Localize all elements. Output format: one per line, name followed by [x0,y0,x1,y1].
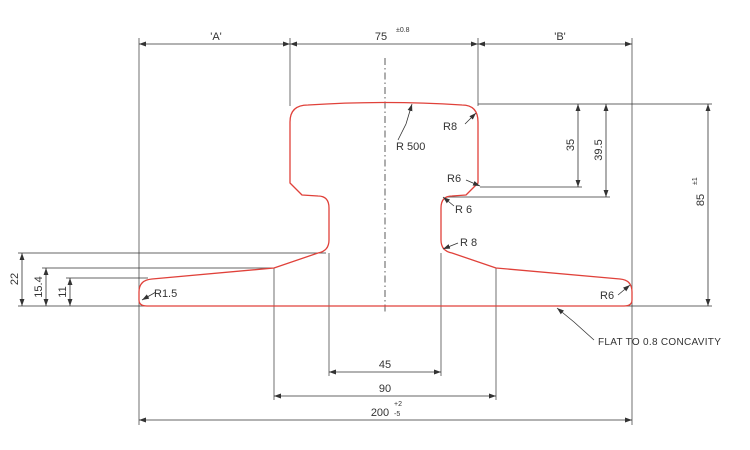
zone-a-label: 'A' [210,31,222,43]
height-35-label: 35 [565,139,577,151]
left-15-4-label: 15.4 [33,276,45,297]
radius-6-foot-label: R6 [600,290,614,302]
extension-lines [18,38,712,425]
base-90-label: 90 [379,383,391,395]
left-22-label: 22 [9,273,21,285]
left-11-label: 11 [57,286,69,297]
base-200-label: 200 [371,407,389,419]
radius-6-mid-label: R 6 [455,204,472,216]
rail-profile-outline [138,101,633,307]
radius-1-5-label: R1.5 [154,288,177,300]
height-39-5-label: 39.5 [593,139,605,160]
radius-6-upper-label: R6 [447,173,461,185]
radius-8-top-label: R8 [443,121,457,133]
web-45-label: 45 [379,359,391,371]
radius-8-mid-label: R 8 [460,237,477,249]
base-200-tolerance-lower: -5 [394,411,400,418]
radius-leaders [141,103,631,341]
radius-500-label: R 500 [396,141,425,153]
top-width-label: 75 [375,31,387,43]
base-200-tolerance-upper: +2 [394,401,402,408]
flat-concavity-note: FLAT TO 0.8 CONCAVITY [598,337,721,348]
zone-b-label: 'B' [554,31,566,43]
height-85-label: 85 [695,194,707,206]
height-85-tolerance: ±1 [692,177,699,185]
dimension-lines [19,41,711,423]
top-width-tolerance: ±0.8 [396,27,410,34]
